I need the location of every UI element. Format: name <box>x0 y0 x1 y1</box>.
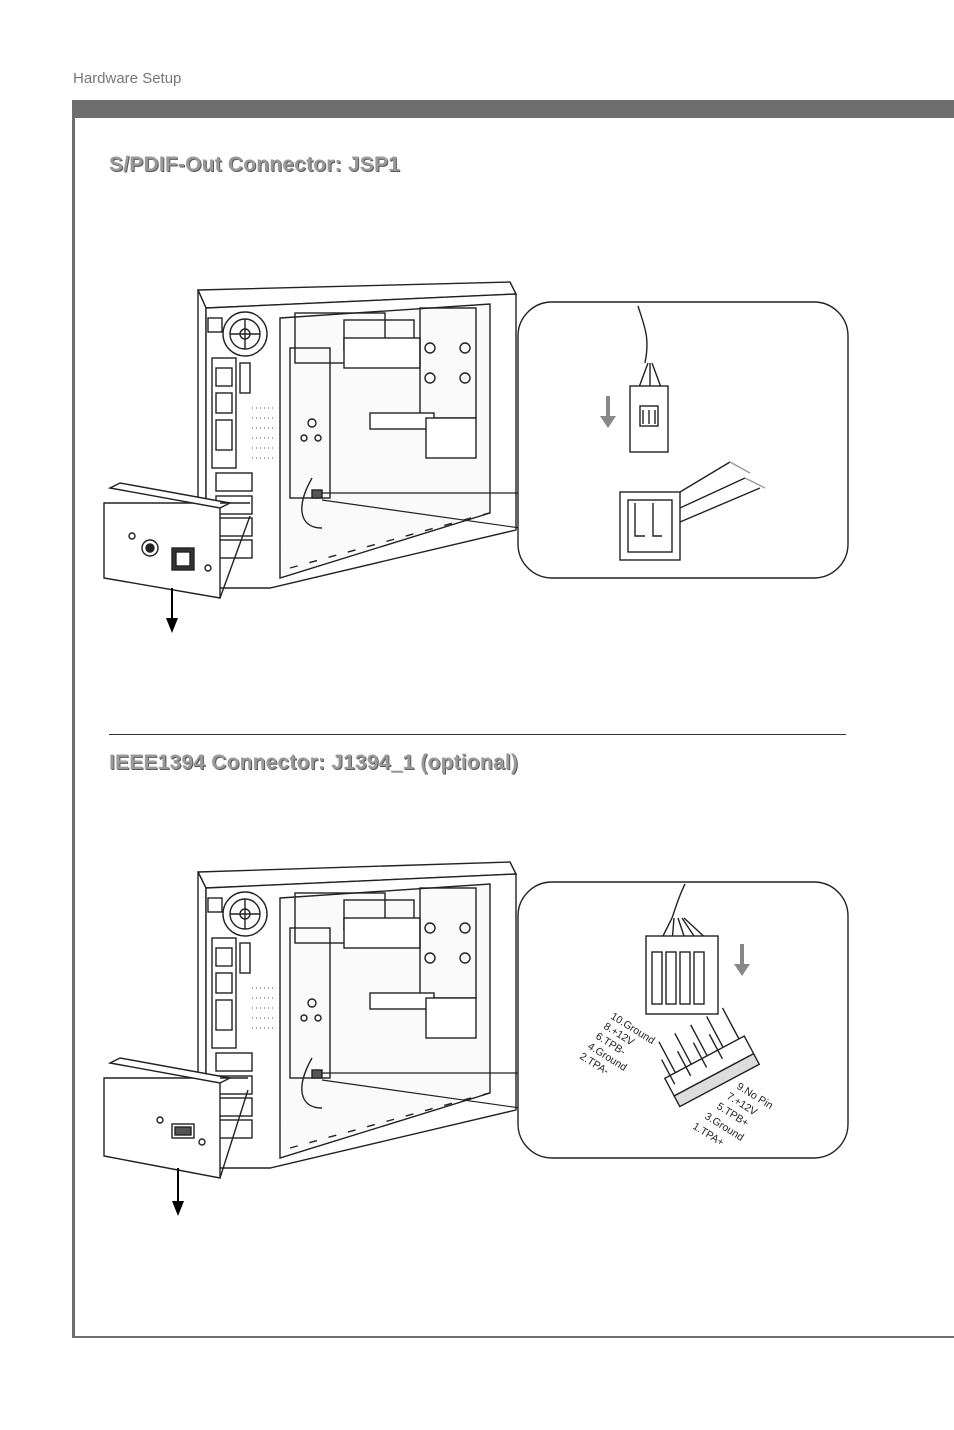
spdif-install-figure <box>90 278 860 638</box>
insert-arrow-icon <box>166 588 178 633</box>
pc-case-illustration <box>198 862 516 1168</box>
ieee1394-install-figure: 10.Ground 8.+12V 6.TPB- 4.Ground 2.TPA- … <box>90 858 860 1228</box>
header-bar <box>73 100 954 118</box>
pc-case-illustration <box>198 282 516 588</box>
bottom-rule <box>72 1336 954 1338</box>
insert-arrow-icon <box>172 1168 184 1216</box>
section-divider <box>109 734 846 735</box>
running-header: Hardware Setup <box>73 70 181 87</box>
spdif-connector-closeup-icon <box>518 302 848 578</box>
section-title-ieee1394: IEEE1394 Connector: J1394_1 (optional) <box>109 751 518 775</box>
ieee1394-header-closeup-icon <box>518 882 848 1158</box>
section-title-spdif: S/PDIF-Out Connector: JSP1 <box>109 153 400 177</box>
left-margin-rule <box>72 100 75 1338</box>
